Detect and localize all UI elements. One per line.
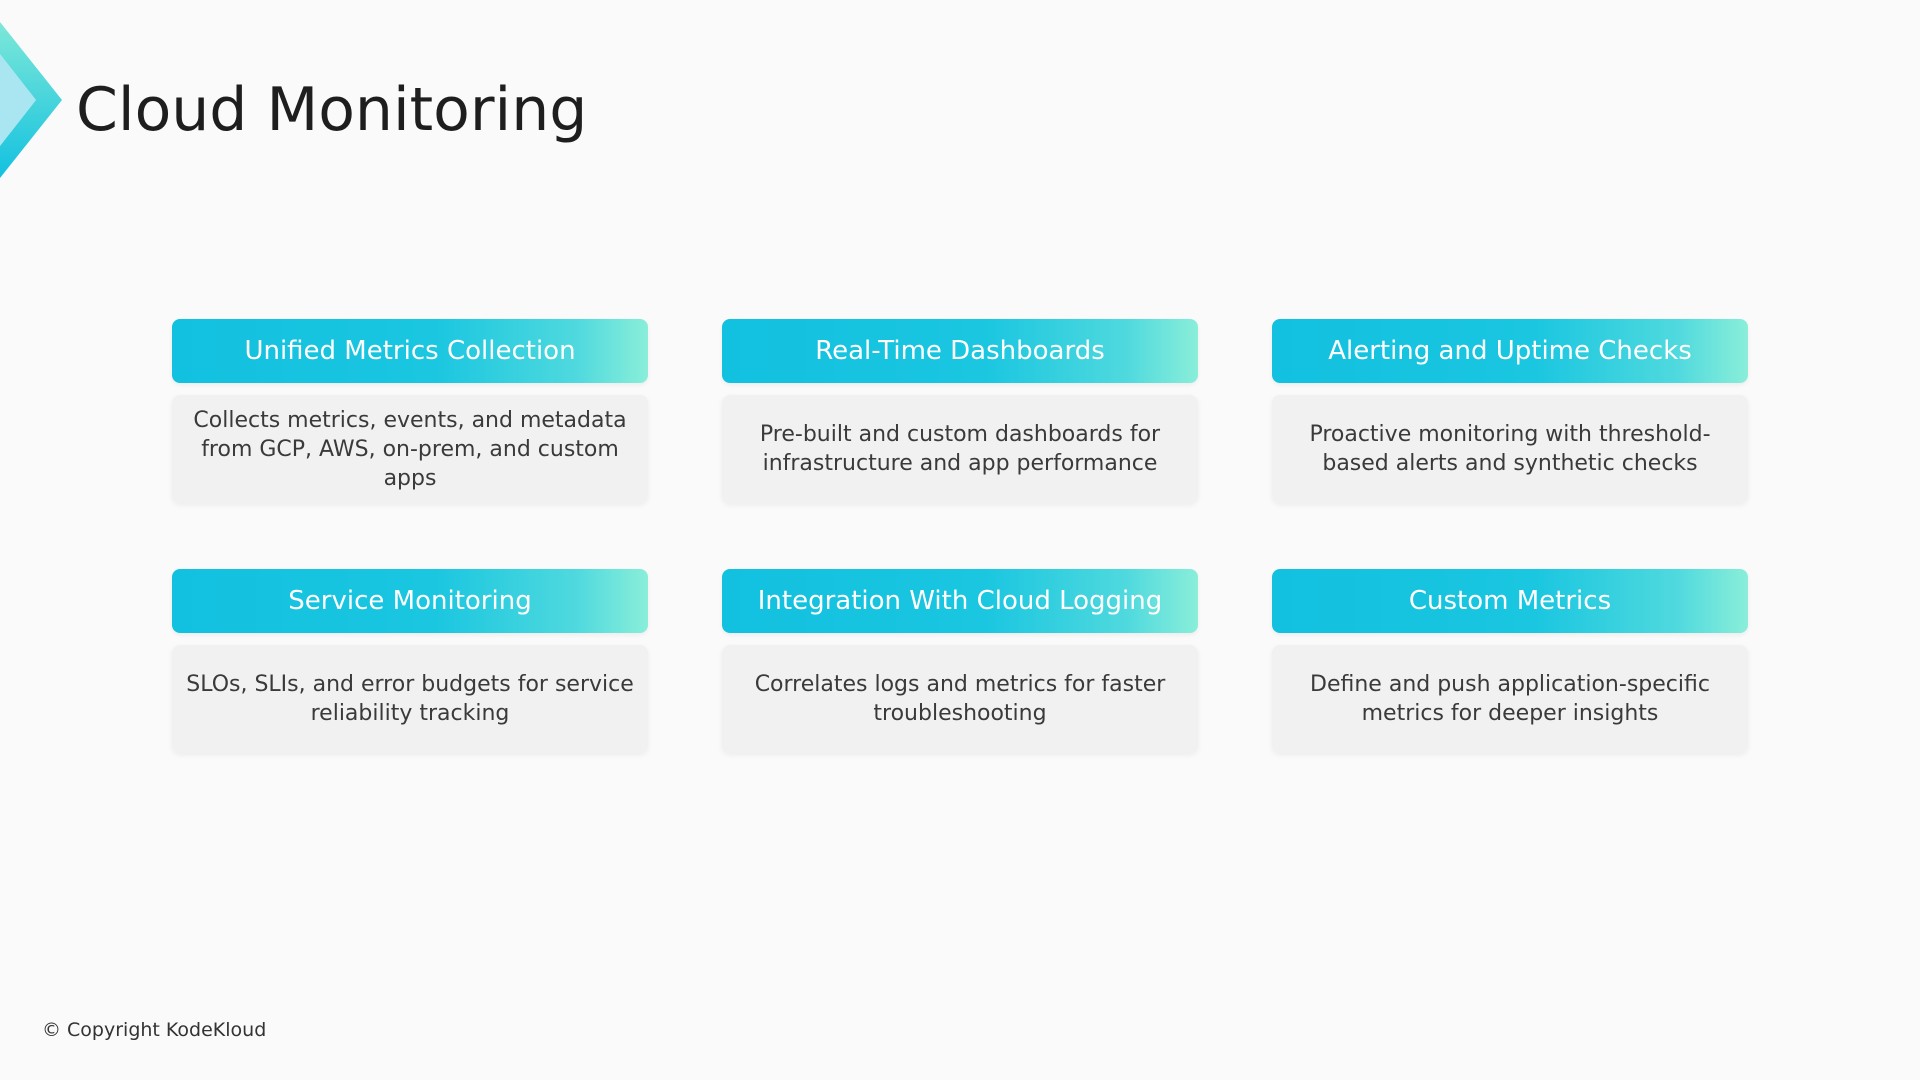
feature-card-description: SLOs, SLIs, and error budgets for servic… [172,645,648,753]
feature-card-cloud-logging: Integration With Cloud Logging Correlate… [722,569,1198,753]
feature-card-heading: Integration With Cloud Logging [722,569,1198,633]
feature-card-heading: Custom Metrics [1272,569,1748,633]
feature-card-description: Define and push application-specific met… [1272,645,1748,753]
page-title: Cloud Monitoring [76,75,588,145]
feature-grid: Unified Metrics Collection Collects metr… [172,319,1748,753]
feature-card-custom-metrics: Custom Metrics Define and push applicati… [1272,569,1748,753]
feature-card-description: Collects metrics, events, and metadata f… [172,395,648,503]
feature-card-heading: Real-Time Dashboards [722,319,1198,383]
feature-card-alerting-uptime: Alerting and Uptime Checks Proactive mon… [1272,319,1748,503]
feature-card-heading: Alerting and Uptime Checks [1272,319,1748,383]
feature-card-description: Correlates logs and metrics for faster t… [722,645,1198,753]
feature-card-heading: Unified Metrics Collection [172,319,648,383]
copyright-footer: © Copyright KodeKloud [42,1019,267,1041]
feature-card-description: Proactive monitoring with threshold-base… [1272,395,1748,503]
feature-card-unified-metrics: Unified Metrics Collection Collects metr… [172,319,648,503]
feature-card-heading: Service Monitoring [172,569,648,633]
feature-card-service-monitoring: Service Monitoring SLOs, SLIs, and error… [172,569,648,753]
chevron-logo-icon [0,22,62,178]
feature-card-real-time-dashboards: Real-Time Dashboards Pre-built and custo… [722,319,1198,503]
feature-card-description: Pre-built and custom dashboards for infr… [722,395,1198,503]
